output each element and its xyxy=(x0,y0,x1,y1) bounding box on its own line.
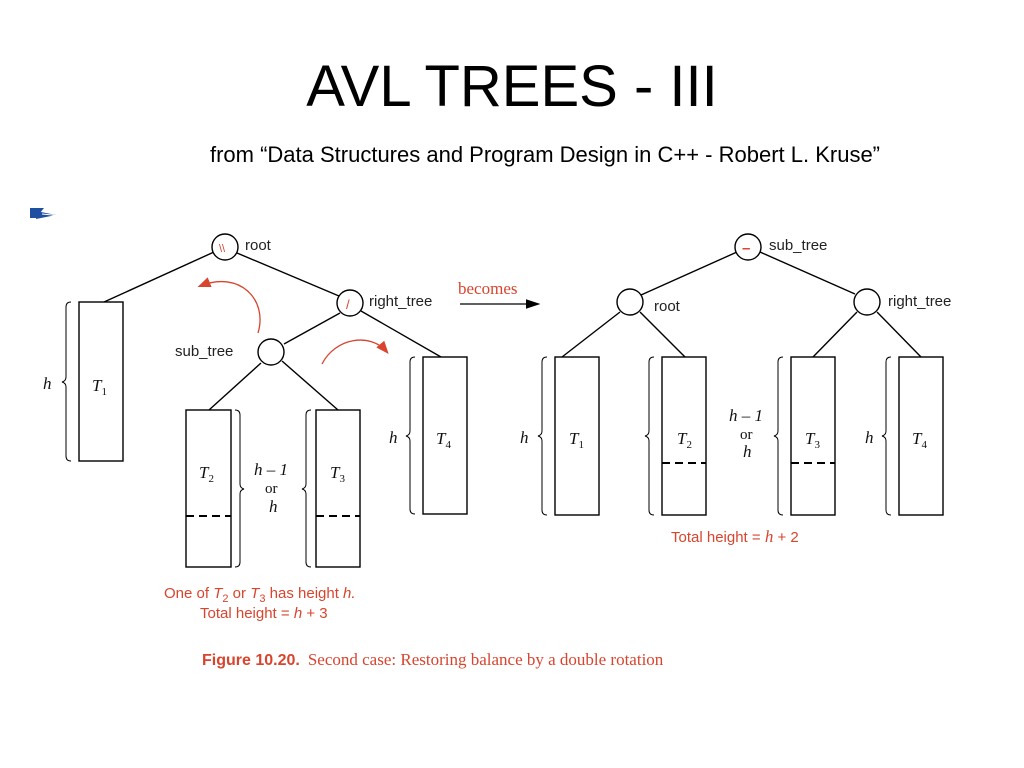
left-height-note-line2: Total height = h + 3 xyxy=(200,605,328,622)
left-mid-height-or: or xyxy=(265,481,278,497)
right-t4-box xyxy=(898,356,944,516)
brace-right-t4 xyxy=(881,356,892,516)
brace-right-t1 xyxy=(537,356,548,516)
brace-right-t2 xyxy=(644,356,655,516)
label-root-right: root xyxy=(654,298,681,315)
right-t4-height: h xyxy=(865,428,874,447)
edge-root-t2-r xyxy=(639,311,686,358)
right-t1-height: h xyxy=(520,428,529,447)
subtree-t4-box xyxy=(422,356,468,515)
node-root-right xyxy=(616,288,644,316)
left-height-note-line1: One of T2 or T3 has height h. xyxy=(164,585,356,605)
root-balance-mark: \\ xyxy=(219,243,226,255)
label-right-tree: right_tree xyxy=(369,293,432,310)
left-t3-label: T3 xyxy=(330,463,345,485)
edge-subtree-t3 xyxy=(281,360,339,411)
edge-root-righttree xyxy=(236,252,340,297)
right-t1-label: T1 xyxy=(569,429,584,451)
node-right-tree-right xyxy=(853,288,881,316)
right-t3-box xyxy=(790,356,836,516)
becomes-label: becomes xyxy=(458,279,517,298)
figure-caption: Figure 10.20.Second case: Restoring bala… xyxy=(202,650,664,669)
edge-righttree-subtree xyxy=(283,312,341,345)
right-mid-height-line1: h – 1 xyxy=(729,406,763,425)
edge-root-t1-r xyxy=(561,311,621,358)
right-t3-label: T3 xyxy=(805,429,820,451)
rotation-arrow-right xyxy=(321,339,389,365)
slide-bullet-icon xyxy=(30,208,63,219)
brace-t1 xyxy=(61,301,72,462)
edge-righttree-t4-r xyxy=(876,311,922,358)
right-t4-label: T4 xyxy=(912,429,927,451)
left-t4-height: h xyxy=(389,428,398,447)
right-mid-height-or: or xyxy=(740,427,753,443)
brace-right-t3 xyxy=(773,356,784,516)
edge-subtree-righttree xyxy=(759,251,856,295)
right-t2-label: T2 xyxy=(677,429,692,451)
label-right-tree-right: right_tree xyxy=(888,293,951,310)
edge-subtree-t2 xyxy=(208,362,262,411)
right-total-height-note: Total height = h + 2 xyxy=(671,527,799,546)
node-sub-tree xyxy=(257,338,285,366)
brace-t3-left xyxy=(301,409,312,568)
label-sub-tree-right: sub_tree xyxy=(769,237,827,254)
edge-root-t1 xyxy=(103,251,215,303)
left-mid-height-line1: h – 1 xyxy=(254,460,288,479)
brace-t4 xyxy=(405,356,416,515)
right-t2-box xyxy=(661,356,707,516)
left-t1-height: h xyxy=(43,374,52,393)
left-mid-height-line3: h xyxy=(269,497,278,516)
edge-righttree-t3-r xyxy=(812,311,858,358)
label-sub-tree: sub_tree xyxy=(175,343,233,360)
slide-subtitle: from “Data Structures and Program Design… xyxy=(209,142,881,167)
left-t2-label: T2 xyxy=(199,463,214,485)
node-right-tree xyxy=(336,289,364,317)
right-mid-height-line3: h xyxy=(743,442,752,461)
label-root: root xyxy=(245,237,272,254)
edge-righttree-t4 xyxy=(360,310,442,358)
node-sub-tree-right xyxy=(734,233,762,261)
right-tree-balance-mark: / xyxy=(346,297,350,312)
left-t4-label: T4 xyxy=(436,429,451,451)
left-t1-label: T1 xyxy=(92,376,107,398)
rotation-arrow-left xyxy=(197,277,261,334)
right-t1-box xyxy=(554,356,600,516)
brace-t2-right xyxy=(234,409,245,568)
subtree-t2-box xyxy=(185,409,232,568)
subtree-t3-box xyxy=(315,409,361,568)
slide-title: AVL TREES - III xyxy=(306,54,718,119)
subtree-t1-box xyxy=(78,301,124,462)
left-tree xyxy=(61,233,468,568)
right-tree xyxy=(537,233,944,516)
node-root xyxy=(211,233,239,261)
edge-subtree-root xyxy=(640,251,738,296)
sub-tree-balance-mark: – xyxy=(742,240,750,257)
